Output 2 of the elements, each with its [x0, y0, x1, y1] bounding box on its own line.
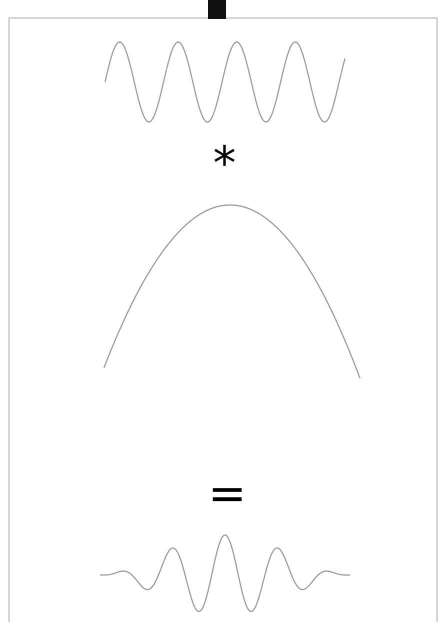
operator-symbol: * [213, 140, 236, 186]
operator-symbol: = [208, 470, 247, 516]
